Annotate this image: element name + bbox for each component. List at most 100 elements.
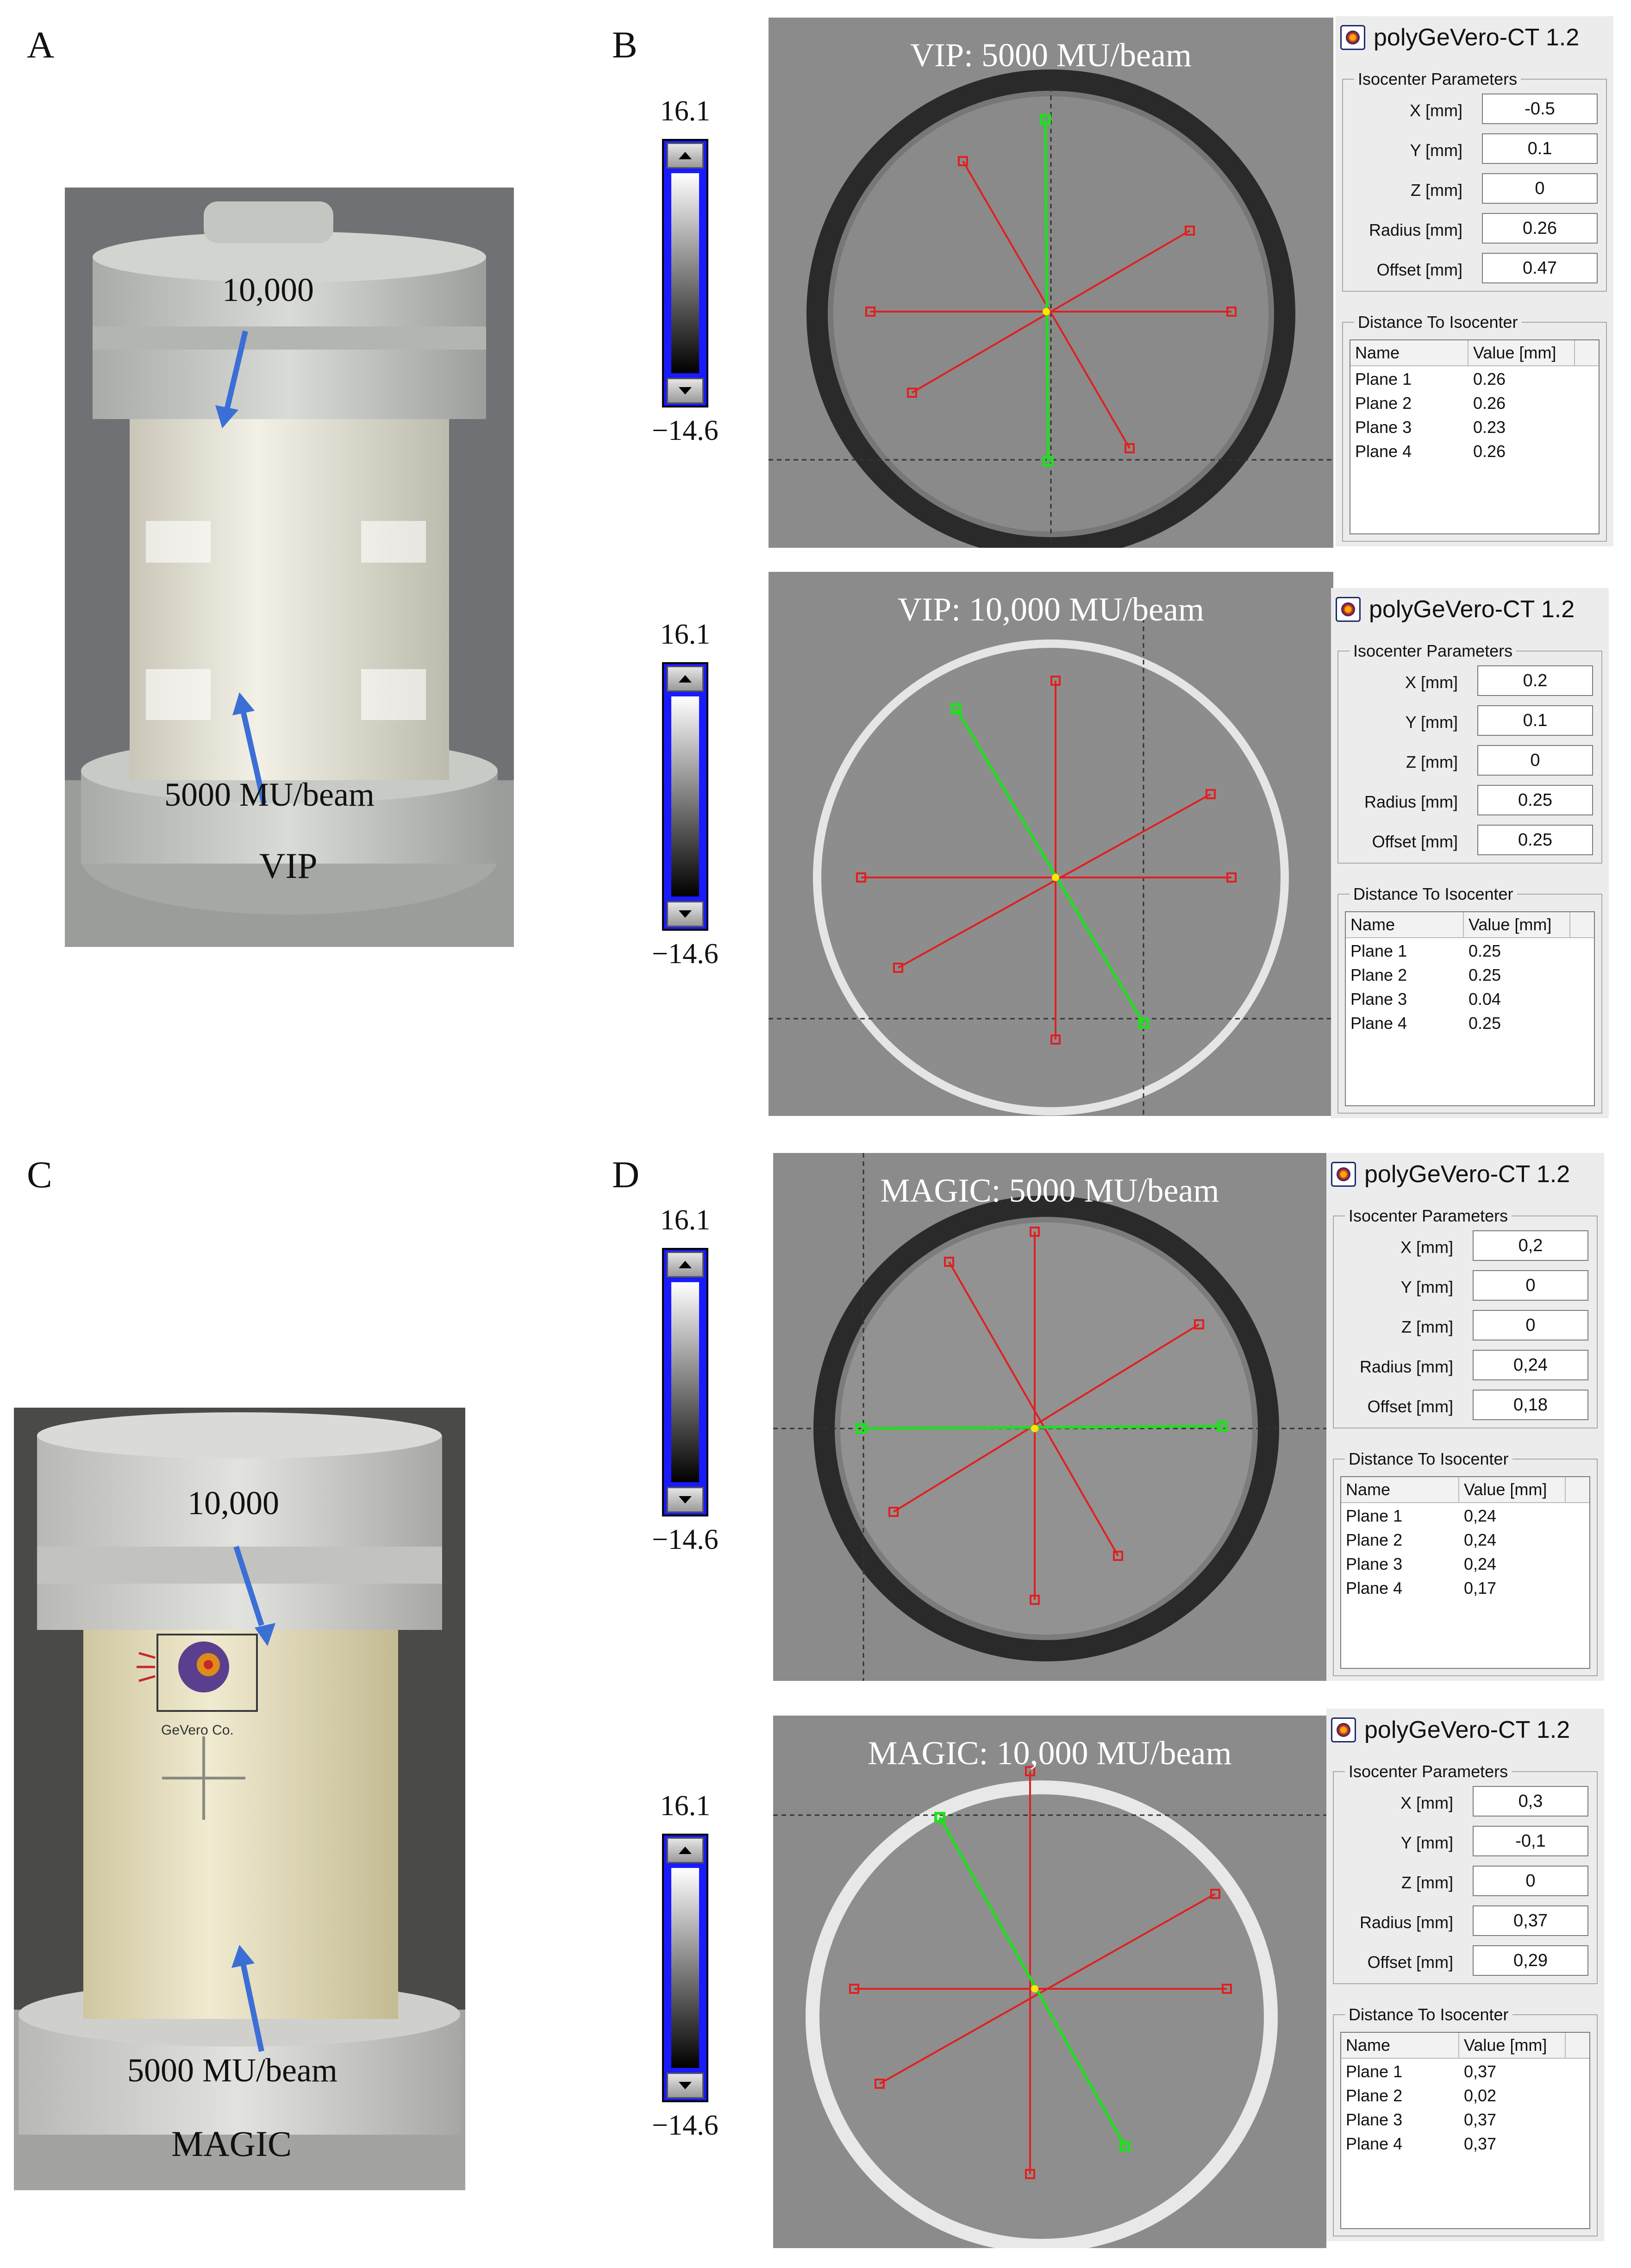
column-header-value[interactable]: Value [mm]: [1469, 340, 1575, 365]
param-value-field[interactable]: 0,37: [1473, 1905, 1588, 1936]
table-row[interactable]: Plane 2 0.25: [1346, 963, 1594, 987]
param-value-field[interactable]: 0: [1473, 1270, 1588, 1301]
scale-up-button[interactable]: [667, 1837, 704, 1863]
recon-image-vip-5000: VIP: 5000 MU/beam: [769, 18, 1333, 548]
param-row: Z [mm] 0: [1338, 745, 1601, 778]
param-value-field[interactable]: 0: [1473, 1866, 1588, 1896]
scale-bar-d-top: 16.1 −14.6: [652, 1204, 718, 1565]
scale-up-button[interactable]: [667, 143, 704, 169]
param-value-field[interactable]: 0.26: [1482, 213, 1598, 244]
plane-name: Plane 1: [1355, 370, 1412, 388]
param-value-field[interactable]: 0.25: [1477, 825, 1593, 855]
plane-name: Plane 4: [1346, 2134, 1403, 2153]
param-value-field[interactable]: 0.1: [1482, 133, 1598, 164]
plane-name: Plane 1: [1346, 1506, 1403, 1525]
param-value-field[interactable]: 0,29: [1473, 1945, 1588, 1976]
column-header-name[interactable]: Name: [1341, 1477, 1459, 1502]
distance-to-isocenter-title: Distance To Isocenter: [1345, 1449, 1512, 1469]
scale-up-button[interactable]: [667, 666, 704, 692]
param-value-field[interactable]: -0.5: [1482, 94, 1598, 124]
column-header-name[interactable]: Name: [1341, 2033, 1459, 2058]
param-value-field[interactable]: 0.25: [1477, 785, 1593, 815]
param-value-field[interactable]: 0.47: [1482, 253, 1598, 283]
scale-down-button[interactable]: [667, 901, 704, 927]
param-value-field[interactable]: 0: [1477, 745, 1593, 776]
scale-bar-b-top: 16.1 −14.6: [652, 95, 718, 456]
param-label: Radius [mm]: [1359, 1357, 1453, 1376]
param-value-field[interactable]: 0: [1482, 173, 1598, 204]
scale-down-button[interactable]: [667, 378, 704, 404]
param-value-field[interactable]: 0,2: [1473, 1230, 1588, 1261]
param-label: X [mm]: [1410, 101, 1462, 120]
scale-down-button[interactable]: [667, 1487, 704, 1513]
param-label: Z [mm]: [1406, 752, 1458, 771]
starshot-overlay-vip-10000: [769, 618, 1333, 1116]
distance-to-isocenter-title: Distance To Isocenter: [1345, 2005, 1512, 2024]
param-row: Radius [mm]0.25: [1338, 785, 1601, 818]
starshot-overlay-magic-5000: [773, 1153, 1326, 1681]
starshot-overlay-vip-5000: [769, 69, 1333, 548]
column-header-name[interactable]: Name: [1346, 912, 1464, 937]
param-row: Radius [mm] 0,24: [1334, 1350, 1597, 1383]
vip-phantom-name: VIP: [259, 846, 318, 886]
column-header-name[interactable]: Name: [1350, 340, 1469, 365]
magic-logo-text: GeVero Co.: [161, 1723, 234, 1738]
plane-distance: 0.26: [1473, 370, 1506, 388]
param-label: X [mm]: [1405, 673, 1458, 692]
scale-max: 16.1: [660, 1790, 711, 1822]
param-value-field[interactable]: 0: [1473, 1310, 1588, 1341]
param-value-field[interactable]: 0.2: [1477, 665, 1593, 696]
column-header-value[interactable]: Value [mm]: [1459, 2033, 1566, 2058]
param-row: Z [mm]0: [1334, 1866, 1597, 1899]
plane-name: Plane 2: [1350, 965, 1407, 984]
param-row: Offset [mm]0,18: [1334, 1390, 1597, 1423]
scale-down-button[interactable]: [667, 2073, 704, 2099]
column-header-value[interactable]: Value [mm]: [1459, 1477, 1566, 1502]
param-label: X [mm]: [1400, 1793, 1453, 1812]
isocenter-parameters-title: Isocenter Parameters: [1354, 69, 1521, 89]
plane-distance: 0,37: [1464, 2062, 1497, 2081]
panel-label-d: D: [612, 1153, 640, 1196]
param-value-field[interactable]: 0,3: [1473, 1786, 1588, 1817]
plane-distance: 0.25: [1469, 965, 1501, 984]
param-label: Radius [mm]: [1369, 220, 1462, 239]
plane-name: Plane 3: [1346, 1554, 1403, 1573]
software-header: polyGeVero-CT 1.2: [1331, 1711, 1604, 1748]
software-title: polyGeVero-CT 1.2: [1369, 596, 1575, 623]
scale-min: −14.6: [652, 1524, 719, 1555]
scale-max: 16.1: [660, 95, 711, 127]
panel-label-c: C: [27, 1153, 52, 1196]
plane-distance: 0.25: [1469, 941, 1501, 960]
magic-label-10000: 10,000: [187, 1485, 279, 1522]
column-header-value[interactable]: Value [mm]: [1464, 912, 1570, 937]
table-row[interactable]: Plane 1 0.26: [1350, 367, 1599, 391]
param-row: Y [mm]0: [1334, 1270, 1597, 1303]
param-value-field[interactable]: 0,24: [1473, 1350, 1588, 1380]
scale-up-button[interactable]: [667, 1252, 704, 1278]
param-value-field[interactable]: 0,18: [1473, 1390, 1588, 1420]
param-value-field[interactable]: 0.1: [1477, 705, 1593, 736]
param-value-field[interactable]: -0,1: [1473, 1826, 1588, 1856]
